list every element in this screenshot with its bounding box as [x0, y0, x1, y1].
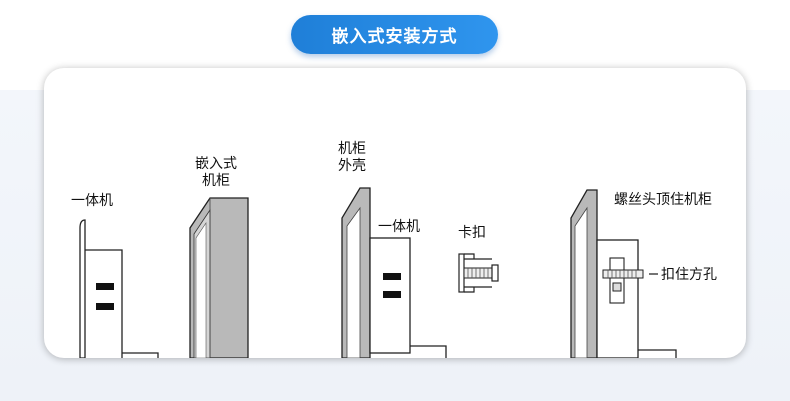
diagram-card: 一体机 嵌入式 机柜 机柜 外壳 一体机 卡扣 螺丝头顶住机柜 扣住方孔 — [44, 68, 746, 358]
label-all-in-one: 一体机 — [71, 193, 113, 209]
label-cabinet-shell-line2: 外壳 — [338, 158, 366, 174]
label-embedded-cabinet: 嵌入式 机柜 — [195, 156, 237, 190]
label-embedded-cabinet-line1: 嵌入式 — [195, 156, 237, 172]
cabinet-shell-assembly — [341, 187, 447, 358]
clip-part — [458, 253, 499, 293]
installation-diagram — [79, 187, 677, 358]
all-in-one-standalone — [79, 219, 159, 358]
page-title: 嵌入式安装方式 — [331, 27, 458, 47]
label-all-in-one-embedded: 一体机 — [378, 219, 420, 235]
label-cabinet-shell: 机柜 外壳 — [338, 141, 366, 175]
label-clip-hole: 扣住方孔 — [661, 267, 717, 283]
label-embedded-cabinet-line2: 机柜 — [202, 173, 230, 189]
label-cabinet-shell-line1: 机柜 — [338, 141, 366, 157]
title-badge: 嵌入式安装方式 — [291, 15, 498, 54]
embedded-cabinet — [189, 197, 249, 358]
label-clip: 卡扣 — [458, 225, 486, 241]
label-screw-cabinet: 螺丝头顶住机柜 — [614, 192, 712, 208]
screw-cabinet-assembly — [570, 189, 677, 358]
